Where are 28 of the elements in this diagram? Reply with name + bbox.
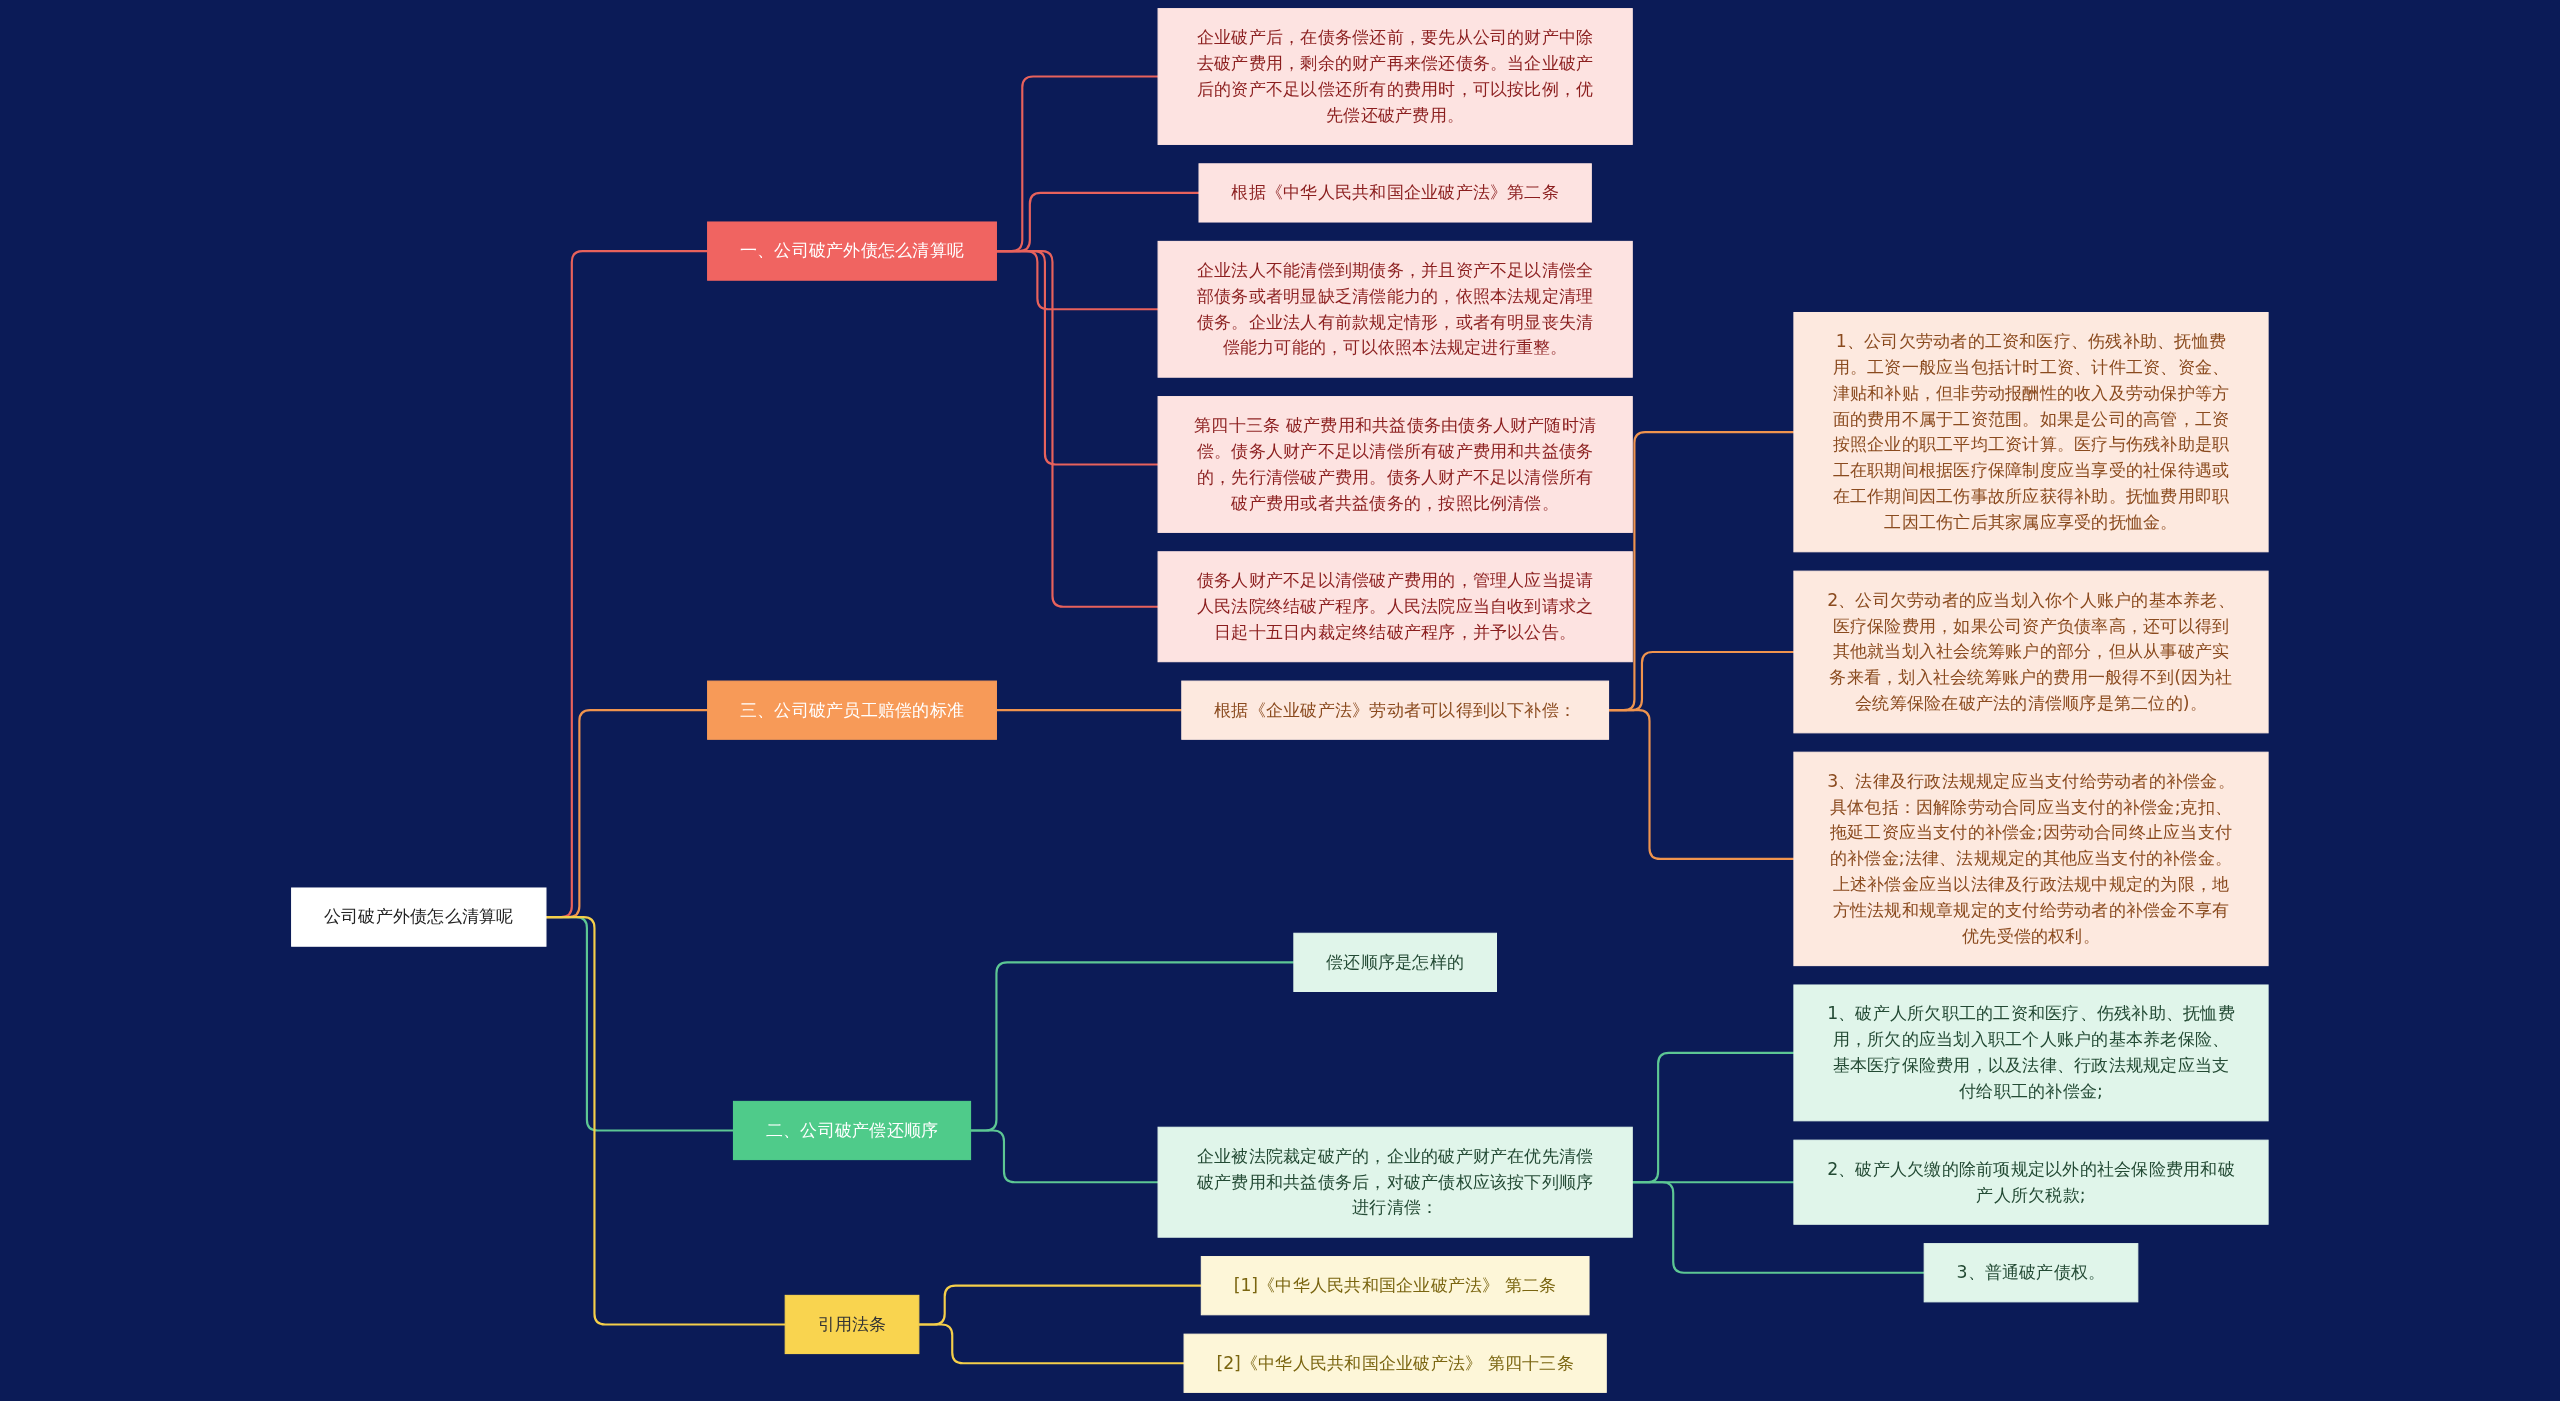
connector: [1632, 1181, 1925, 1274]
node-box: [707, 221, 998, 281]
node-box: [733, 1100, 972, 1161]
node-box: [1183, 1333, 1607, 1393]
node-box: [1923, 1243, 2139, 1303]
node-box: [1157, 396, 1633, 533]
node-box: [1157, 240, 1633, 378]
connector: [996, 250, 1159, 608]
node-box: [1793, 751, 2269, 967]
connector: [919, 1323, 1185, 1365]
node-box: [707, 680, 998, 740]
node-box: [1793, 570, 2269, 734]
node-box: [1793, 1139, 2269, 1225]
node-box: [784, 1294, 920, 1355]
connector: [546, 916, 786, 1326]
node-box: [1293, 932, 1498, 992]
node-box: [1181, 680, 1610, 740]
node-box: [1200, 1256, 1590, 1316]
connector: [996, 709, 1182, 712]
node-box: [1157, 1126, 1633, 1238]
node-box: [1793, 984, 2269, 1122]
node-box: [1198, 163, 1592, 223]
node-box: [291, 887, 547, 947]
node-box: [1157, 551, 1633, 663]
connector: [970, 1129, 1159, 1184]
node-box: [1793, 312, 2269, 553]
node-box: [1157, 8, 1633, 145]
connector: [1608, 709, 1795, 860]
